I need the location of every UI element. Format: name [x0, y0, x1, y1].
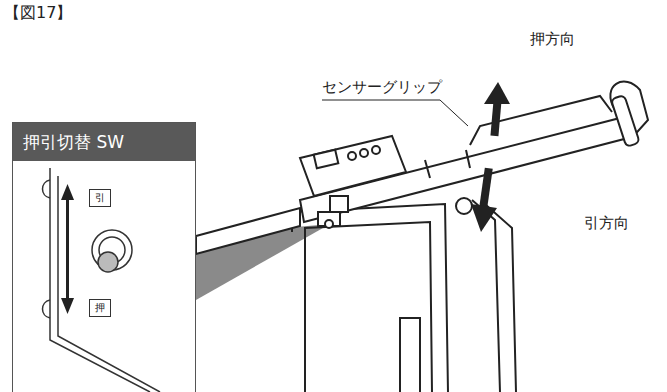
- handle-bar: [196, 82, 648, 254]
- part-name: センサーグリップ: [322, 78, 442, 97]
- switch-tag: 引: [89, 189, 111, 207]
- switch-mark: 押: [95, 301, 105, 315]
- switch-plate: [43, 168, 161, 392]
- direction-label: 押方向: [530, 30, 575, 49]
- switch-arrow: [61, 184, 74, 314]
- leader-line: [322, 100, 468, 126]
- panel-heading: 押引切替 SW: [13, 123, 195, 161]
- figure-title: 【図17】: [4, 3, 72, 24]
- switch-tag: 押: [89, 299, 111, 317]
- inset-panel: 押引切替 SW 引押: [12, 122, 196, 392]
- switch-mark: 引: [95, 191, 105, 205]
- direction-arrows: [471, 82, 510, 232]
- controller-box: [300, 136, 406, 228]
- frame: [292, 198, 516, 392]
- direction-label: 引方向: [584, 214, 629, 233]
